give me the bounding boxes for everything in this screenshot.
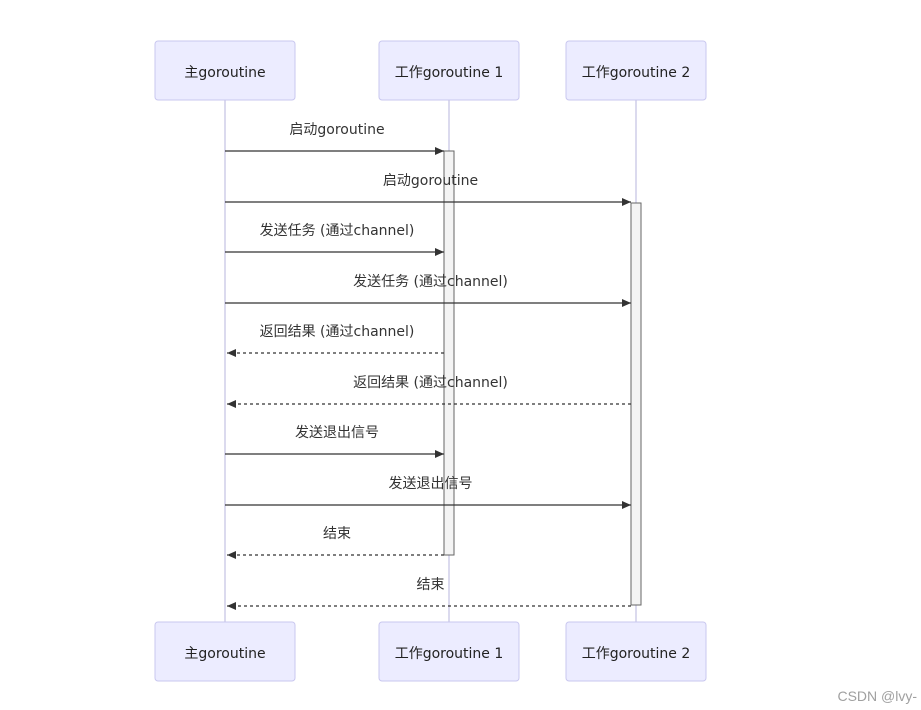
message-label: 发送任务 (通过channel) (260, 223, 415, 239)
message-label: 发送退出信号 (389, 476, 473, 492)
participant-label: 主goroutine (184, 65, 265, 81)
message-6: 返回结果 (通过channel) (227, 375, 631, 408)
watermark: CSDN @lvy- (837, 688, 917, 704)
message-10: 结束 (227, 577, 631, 610)
participant-label: 工作goroutine 1 (395, 646, 504, 662)
participant-label: 工作goroutine 1 (395, 65, 504, 81)
message-5: 返回结果 (通过channel) (227, 324, 444, 357)
message-2: 启动goroutine (225, 173, 631, 206)
participant-worker-2-top: 工作goroutine 2 (565, 40, 707, 101)
message-label: 发送退出信号 (295, 425, 379, 441)
message-label: 结束 (323, 526, 351, 542)
participant-worker-1-bottom: 工作goroutine 1 (378, 621, 520, 682)
participant-label: 主goroutine (184, 646, 265, 662)
message-3: 发送任务 (通过channel) (225, 223, 444, 256)
message-label: 返回结果 (通过channel) (260, 324, 415, 340)
message-7: 发送退出信号 (225, 425, 444, 458)
message-label: 启动goroutine (383, 173, 478, 189)
participant-label: 工作goroutine 2 (582, 646, 691, 662)
message-1: 启动goroutine (225, 122, 444, 155)
message-4: 发送任务 (通过channel) (225, 274, 631, 307)
message-label: 发送任务 (通过channel) (353, 274, 508, 290)
activation-worker-2 (630, 202, 642, 606)
participant-worker-2-bottom: 工作goroutine 2 (565, 621, 707, 682)
message-8: 发送退出信号 (225, 476, 631, 509)
message-label: 结束 (417, 577, 445, 593)
participant-main-top: 主goroutine (154, 40, 296, 101)
participant-main-bottom: 主goroutine (154, 621, 296, 682)
participant-label: 工作goroutine 2 (582, 65, 691, 81)
message-9: 结束 (227, 526, 444, 559)
activation-worker-1 (443, 150, 455, 556)
participant-worker-1-top: 工作goroutine 1 (378, 40, 520, 101)
message-label: 启动goroutine (289, 122, 384, 138)
message-label: 返回结果 (通过channel) (353, 375, 508, 391)
